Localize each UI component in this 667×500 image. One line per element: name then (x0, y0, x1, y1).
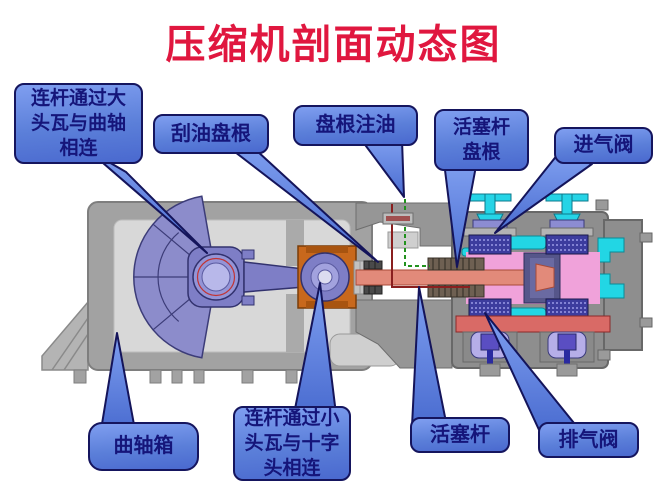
callout-piston-rod: 活塞杆 (410, 417, 510, 453)
pointer-packing-oil (359, 137, 405, 198)
crankshaft-counterweight (133, 195, 217, 359)
piston-rod (355, 269, 539, 286)
intake-valve-left (463, 193, 517, 255)
piston (523, 252, 561, 304)
piston-rod-nut (535, 263, 555, 292)
discharge-valve-left (468, 298, 512, 317)
callout-discharge-valve: 排气阀 (538, 422, 639, 458)
oil-scraper-packing (363, 260, 383, 295)
discharge-manifold (455, 315, 611, 333)
callout-packing-oil: 盘根注油 (293, 105, 418, 146)
callout-small-end: 连杆通过小头瓦与十字头相连 (233, 406, 351, 481)
page-title: 压缩机剖面动态图 (165, 22, 502, 67)
callout-oil-scraper: 刮油盘根 (153, 114, 269, 154)
callout-rod-packing: 活塞杆盘根 (434, 109, 529, 171)
callout-crankcase: 曲轴箱 (88, 422, 199, 471)
intake-valve-right (540, 193, 594, 255)
callout-intake-valve: 进气阀 (554, 127, 653, 164)
crosshead (297, 245, 377, 309)
crankcase-feet (73, 369, 298, 384)
connecting-rod-big-end (187, 246, 305, 308)
discharge-valve-right (545, 298, 589, 317)
packing-oil-lines (382, 199, 470, 288)
callout-big-end: 连杆通过大头瓦与曲轴相连 (14, 83, 143, 164)
